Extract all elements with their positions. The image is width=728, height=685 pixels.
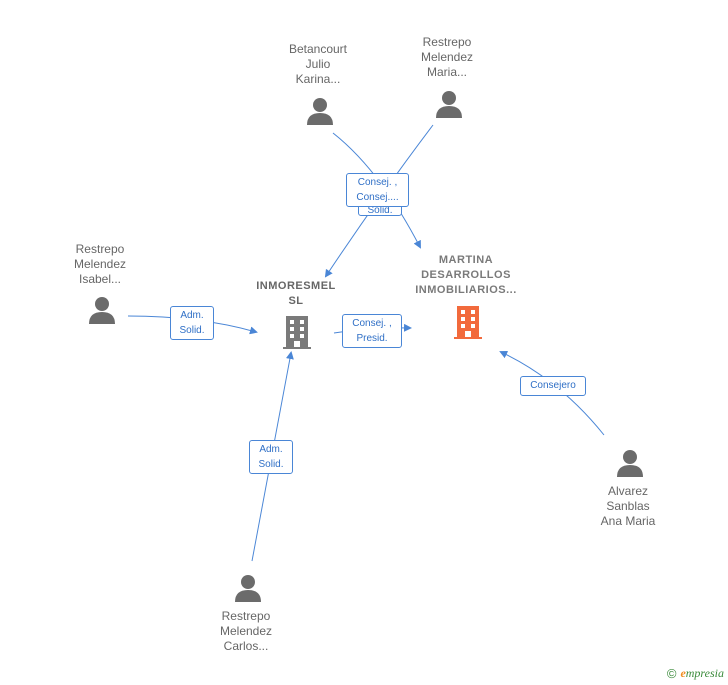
building-icon-highlight[interactable] (452, 304, 484, 340)
person-icon[interactable] (615, 448, 645, 478)
footer-brand: © empresia (667, 666, 724, 681)
edge-label-consej-top[interactable]: Consej. , Consej.... (346, 173, 409, 207)
person-label-alvarez[interactable]: Alvarez Sanblas Ana Maria (600, 484, 656, 528)
building-icon[interactable] (281, 314, 313, 350)
person-icon[interactable] (434, 89, 464, 119)
edge-label-consej-presid[interactable]: Consej. , Presid. (342, 314, 402, 348)
person-label-restrepo-carlos[interactable]: Restrepo Melendez Carlos... (219, 609, 273, 653)
person-label-betancourt[interactable]: Betancourt Julio Karina... (288, 42, 348, 86)
person-icon[interactable] (305, 96, 335, 126)
copyright-icon: © (666, 666, 677, 681)
company-label-inmoresmel[interactable]: INMORESMEL SL (256, 280, 336, 307)
person-icon[interactable] (87, 295, 117, 325)
edge-label-adm-solid-isabel[interactable]: Adm. Solid. (170, 306, 214, 340)
company-label-martina[interactable]: MARTINA DESARROLLOS INMOBILIARIOS... (415, 254, 517, 296)
person-label-restrepo-maria[interactable]: Restrepo Melendez Maria... (420, 35, 474, 79)
person-label-restrepo-isabel[interactable]: Restrepo Melendez Isabel... (73, 242, 127, 286)
edge-label-consejero[interactable]: Consejero (520, 376, 586, 396)
edge-label-adm-solid-carlos[interactable]: Adm. Solid. (249, 440, 293, 474)
brand-logo[interactable]: empresia (680, 666, 724, 680)
person-icon[interactable] (233, 573, 263, 603)
